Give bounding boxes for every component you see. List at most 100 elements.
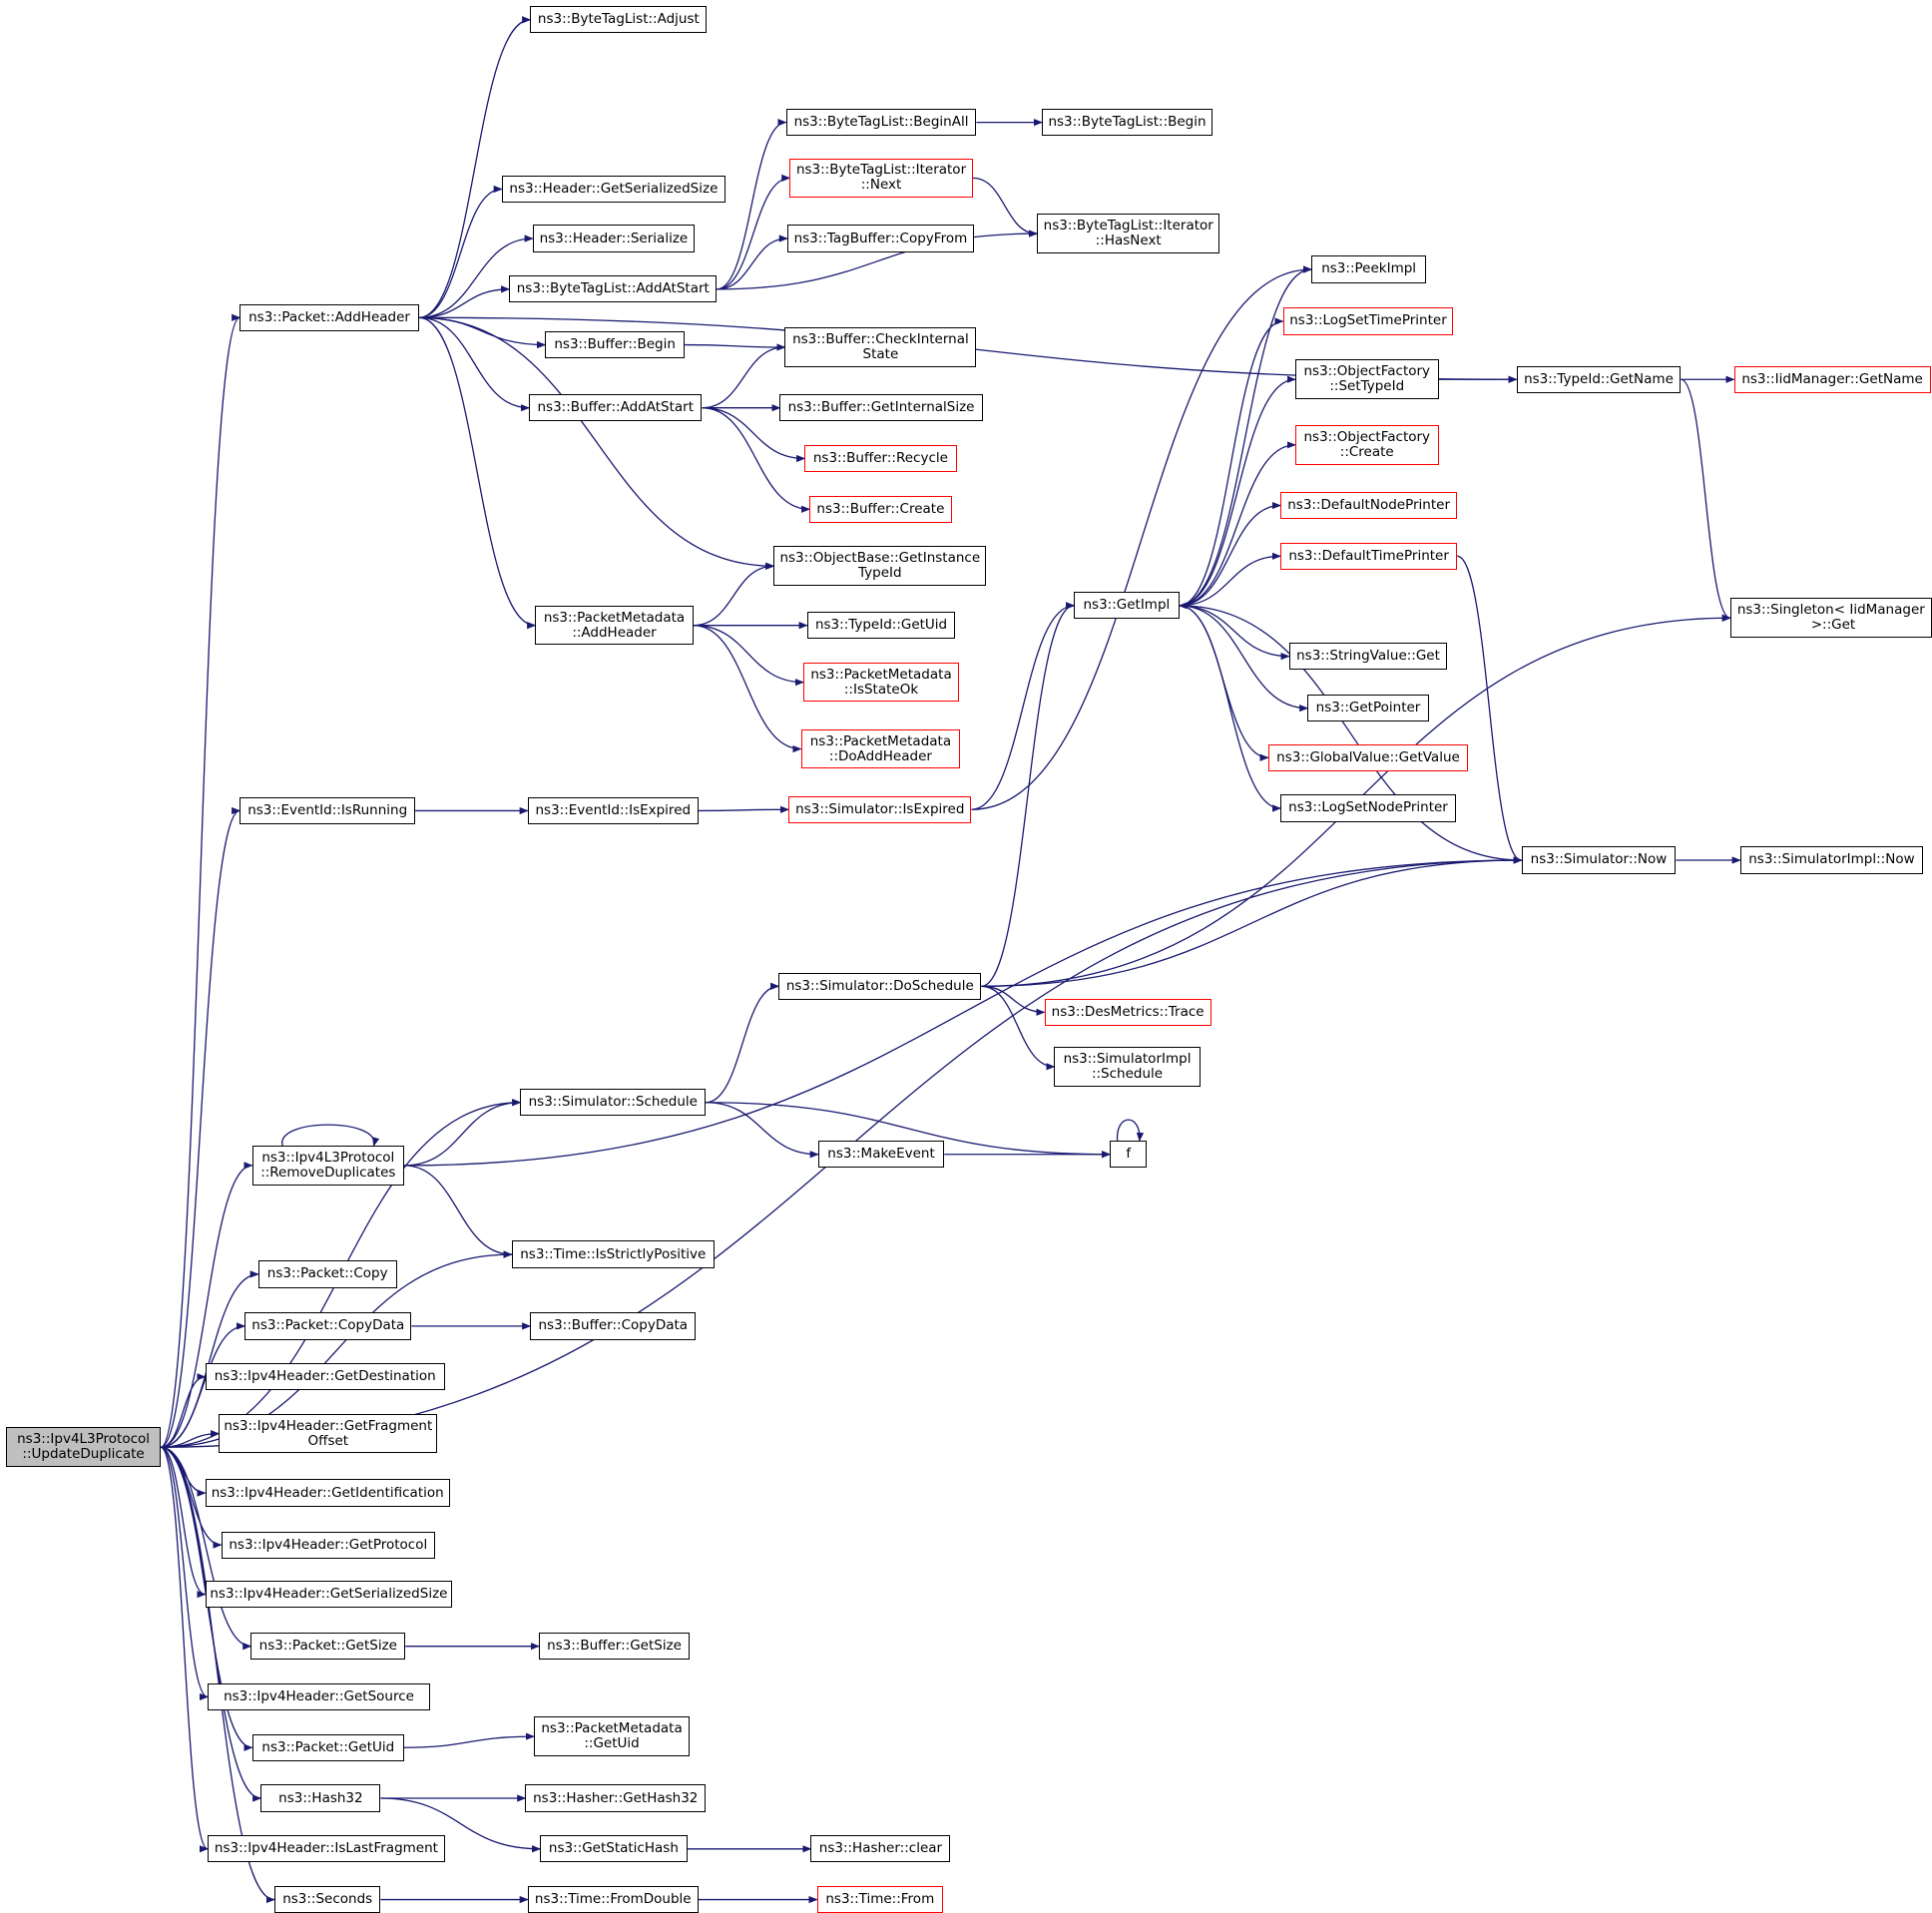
edge-doschedule-to-simimplsched — [981, 985, 1056, 1071]
edge-simsched-to-doschedule — [706, 982, 780, 1104]
node-badd[interactable]: ns3::Buffer::AddAtStart — [529, 394, 703, 422]
node-tbcopy[interactable]: ns3::TagBuffer::CopyFrom — [786, 225, 974, 252]
edge-doschedule-to-desmetrics — [981, 985, 1046, 1016]
node-pmdoadd[interactable]: ns3::PacketMetadata ::DoAddHeader — [800, 728, 961, 769]
node-bbegin[interactable]: ns3::Buffer::Begin — [545, 330, 686, 359]
node-getimpl[interactable]: ns3::GetImpl — [1074, 592, 1180, 620]
node-hgethash32[interactable]: ns3::Hasher::GetHash32 — [525, 1784, 707, 1812]
node-pmgetuid[interactable]: ns3::PacketMetadata ::GetUid — [534, 1716, 691, 1756]
node-pgetsize[interactable]: ns3::Packet::GetSize — [250, 1633, 406, 1661]
edge-removedup-to-simsched — [403, 1099, 522, 1167]
node-brecycle[interactable]: ns3::Buffer::Recycle — [804, 444, 957, 473]
node-getptr[interactable]: ns3::GetPointer — [1307, 695, 1429, 722]
node-ipgetfrag[interactable]: ns3::Ipv4Header::GetFragment Offset — [219, 1413, 438, 1454]
edge-pah-to-obgit — [418, 316, 775, 570]
node-f[interactable]: f — [1110, 1141, 1148, 1169]
edge-getimpl-to-lsnp — [1179, 605, 1281, 812]
node-pmisok[interactable]: ns3::PacketMetadata ::IsStateOk — [803, 662, 960, 703]
node-pcopydata[interactable]: ns3::Packet::CopyData — [244, 1312, 412, 1340]
node-iplastfrag[interactable]: ns3::Ipv4Header::IsLastFragment — [208, 1835, 445, 1863]
node-hclear[interactable]: ns3::Hasher::clear — [810, 1835, 951, 1863]
node-simimplsched[interactable]: ns3::SimulatorImpl ::Schedule — [1054, 1047, 1201, 1087]
edge-pah-to-hser — [418, 235, 534, 318]
node-iidgetname[interactable]: ns3::IidManager::GetName — [1733, 365, 1931, 393]
node-evrun[interactable]: ns3::EventId::IsRunning — [240, 796, 416, 825]
node-singleton[interactable]: ns3::Singleton< IidManager >::Get — [1729, 598, 1932, 639]
node-btladd[interactable]: ns3::ByteTagList::AddAtStart — [509, 275, 718, 303]
edge-btladd-to-tbcopy — [717, 235, 788, 290]
node-obgit[interactable]: ns3::ObjectBase::GetInstance TypeId — [773, 546, 987, 587]
edge-pah-to-btladd — [418, 285, 511, 318]
edge-doschedule-to-simnow — [981, 856, 1523, 987]
node-btlbegin[interactable]: ns3::ByteTagList::Begin — [1042, 108, 1212, 137]
node-simsched[interactable]: ns3::Simulator::Schedule — [520, 1089, 707, 1117]
node-bcopydata[interactable]: ns3::Buffer::CopyData — [530, 1312, 697, 1340]
node-pcopy[interactable]: ns3::Packet::Copy — [257, 1260, 397, 1288]
node-ipgetsrc[interactable]: ns3::Ipv4Header::GetSource — [208, 1682, 430, 1711]
node-ipgetid[interactable]: ns3::Ipv4Header::GetIdentification — [205, 1479, 450, 1507]
node-evexp[interactable]: ns3::EventId::IsExpired — [527, 796, 699, 825]
edge-simsched-to-makeevent — [706, 1102, 819, 1159]
edge-evexp-to-simexp — [698, 805, 790, 813]
edge-root-to-ipgetdest — [160, 1373, 207, 1448]
edge-root-to-pah — [160, 313, 242, 1448]
edge-getimpl-to-logstp — [1179, 317, 1284, 607]
node-dnp[interactable]: ns3::DefaultNodePrinter — [1280, 491, 1458, 520]
node-hash32[interactable]: ns3::Hash32 — [260, 1784, 381, 1812]
node-pmah[interactable]: ns3::PacketMetadata ::AddHeader — [535, 605, 694, 646]
node-simnow[interactable]: ns3::Simulator::Now — [1521, 846, 1677, 874]
edge-btladd-to-btlbeginall — [717, 119, 787, 290]
edge-getimpl-to-ofsettid — [1179, 375, 1296, 607]
node-doschedule[interactable]: ns3::Simulator::DoSchedule — [778, 972, 982, 1000]
edge-pah-to-pmah — [418, 316, 537, 630]
node-timefrom[interactable]: ns3::Time::From — [816, 1885, 943, 1913]
node-ofcreate[interactable]: ns3::ObjectFactory ::Create — [1294, 425, 1439, 465]
node-hser[interactable]: ns3::Header::Serialize — [532, 225, 696, 252]
node-root[interactable]: ns3::Ipv4L3Protocol ::UpdateDuplicate — [6, 1427, 161, 1468]
node-svget[interactable]: ns3::StringValue::Get — [1288, 643, 1448, 671]
node-makeevent[interactable]: ns3::MakeEvent — [817, 1141, 945, 1169]
edge-pmah-to-pmisok — [693, 625, 804, 687]
node-removedup[interactable]: ns3::Ipv4L3Protocol ::RemoveDuplicates — [251, 1146, 404, 1186]
node-adjust[interactable]: ns3::ByteTagList::Adjust — [530, 6, 708, 34]
node-fromdouble[interactable]: ns3::Time::FromDouble — [527, 1885, 699, 1913]
node-ipgetproto[interactable]: ns3::Ipv4Header::GetProtocol — [221, 1531, 435, 1559]
node-bgis[interactable]: ns3::Buffer::GetInternalSize — [779, 394, 983, 422]
node-gvget[interactable]: ns3::GlobalValue::GetValue — [1267, 743, 1469, 771]
node-btlnext[interactable]: ns3::ByteTagList::Iterator ::Next — [789, 158, 973, 199]
node-seconds[interactable]: ns3::Seconds — [273, 1885, 381, 1913]
edge-root-to-evrun — [160, 806, 242, 1448]
node-ipgetss[interactable]: ns3::Ipv4Header::GetSerializedSize — [205, 1581, 453, 1609]
node-getstatichash[interactable]: ns3::GetStaticHash — [540, 1835, 688, 1863]
node-bgetsize[interactable]: ns3::Buffer::GetSize — [538, 1633, 691, 1661]
node-dtp[interactable]: ns3::DefaultTimePrinter — [1280, 542, 1458, 570]
edge-getimpl-to-peekimpl — [1179, 265, 1312, 607]
node-tidgetname[interactable]: ns3::TypeId::GetName — [1516, 365, 1682, 393]
edge-f-to-f — [1116, 1119, 1145, 1143]
node-btlhasnext[interactable]: ns3::ByteTagList::Iterator ::HasNext — [1037, 214, 1220, 253]
node-bcheck[interactable]: ns3::Buffer::CheckInternal State — [784, 327, 977, 367]
node-simexp[interactable]: ns3::Simulator::IsExpired — [788, 795, 972, 823]
node-pah[interactable]: ns3::Packet::AddHeader — [240, 303, 419, 331]
edge-bbegin-to-bcheck — [685, 343, 786, 351]
node-ipgetdest[interactable]: ns3::Ipv4Header::GetDestination — [205, 1363, 445, 1391]
node-isstrict[interactable]: ns3::Time::IsStrictlyPositive — [511, 1240, 715, 1268]
node-ofsettid[interactable]: ns3::ObjectFactory ::SetTypeId — [1294, 359, 1439, 400]
node-lsnp[interactable]: ns3::LogSetNodePrinter — [1280, 794, 1456, 822]
edge-removedup-to-removedup — [281, 1124, 380, 1147]
node-desmetrics[interactable]: ns3::DesMetrics::Trace — [1044, 998, 1211, 1026]
node-simimplnow[interactable]: ns3::SimulatorImpl::Now — [1739, 846, 1924, 874]
edge-root-to-pgetsize — [160, 1446, 252, 1651]
edge-pah-to-hgss — [418, 185, 503, 318]
edge-removedup-to-isstrict — [403, 1165, 513, 1258]
edge-hash32-to-getstatichash — [380, 1797, 542, 1853]
edge-doschedule-to-getimpl — [981, 602, 1076, 987]
node-pgetuid[interactable]: ns3::Packet::GetUid — [251, 1733, 404, 1761]
edge-root-to-removedup — [160, 1162, 253, 1448]
node-bcreate[interactable]: ns3::Buffer::Create — [809, 495, 952, 523]
node-btlbeginall[interactable]: ns3::ByteTagList::BeginAll — [785, 108, 977, 137]
node-hgss[interactable]: ns3::Header::GetSerializedSize — [501, 175, 725, 204]
node-tidgetuid[interactable]: ns3::TypeId::GetUid — [806, 612, 956, 640]
node-peekimpl[interactable]: ns3::PeekImpl — [1311, 255, 1427, 283]
node-logstp[interactable]: ns3::LogSetTimePrinter — [1282, 307, 1454, 335]
